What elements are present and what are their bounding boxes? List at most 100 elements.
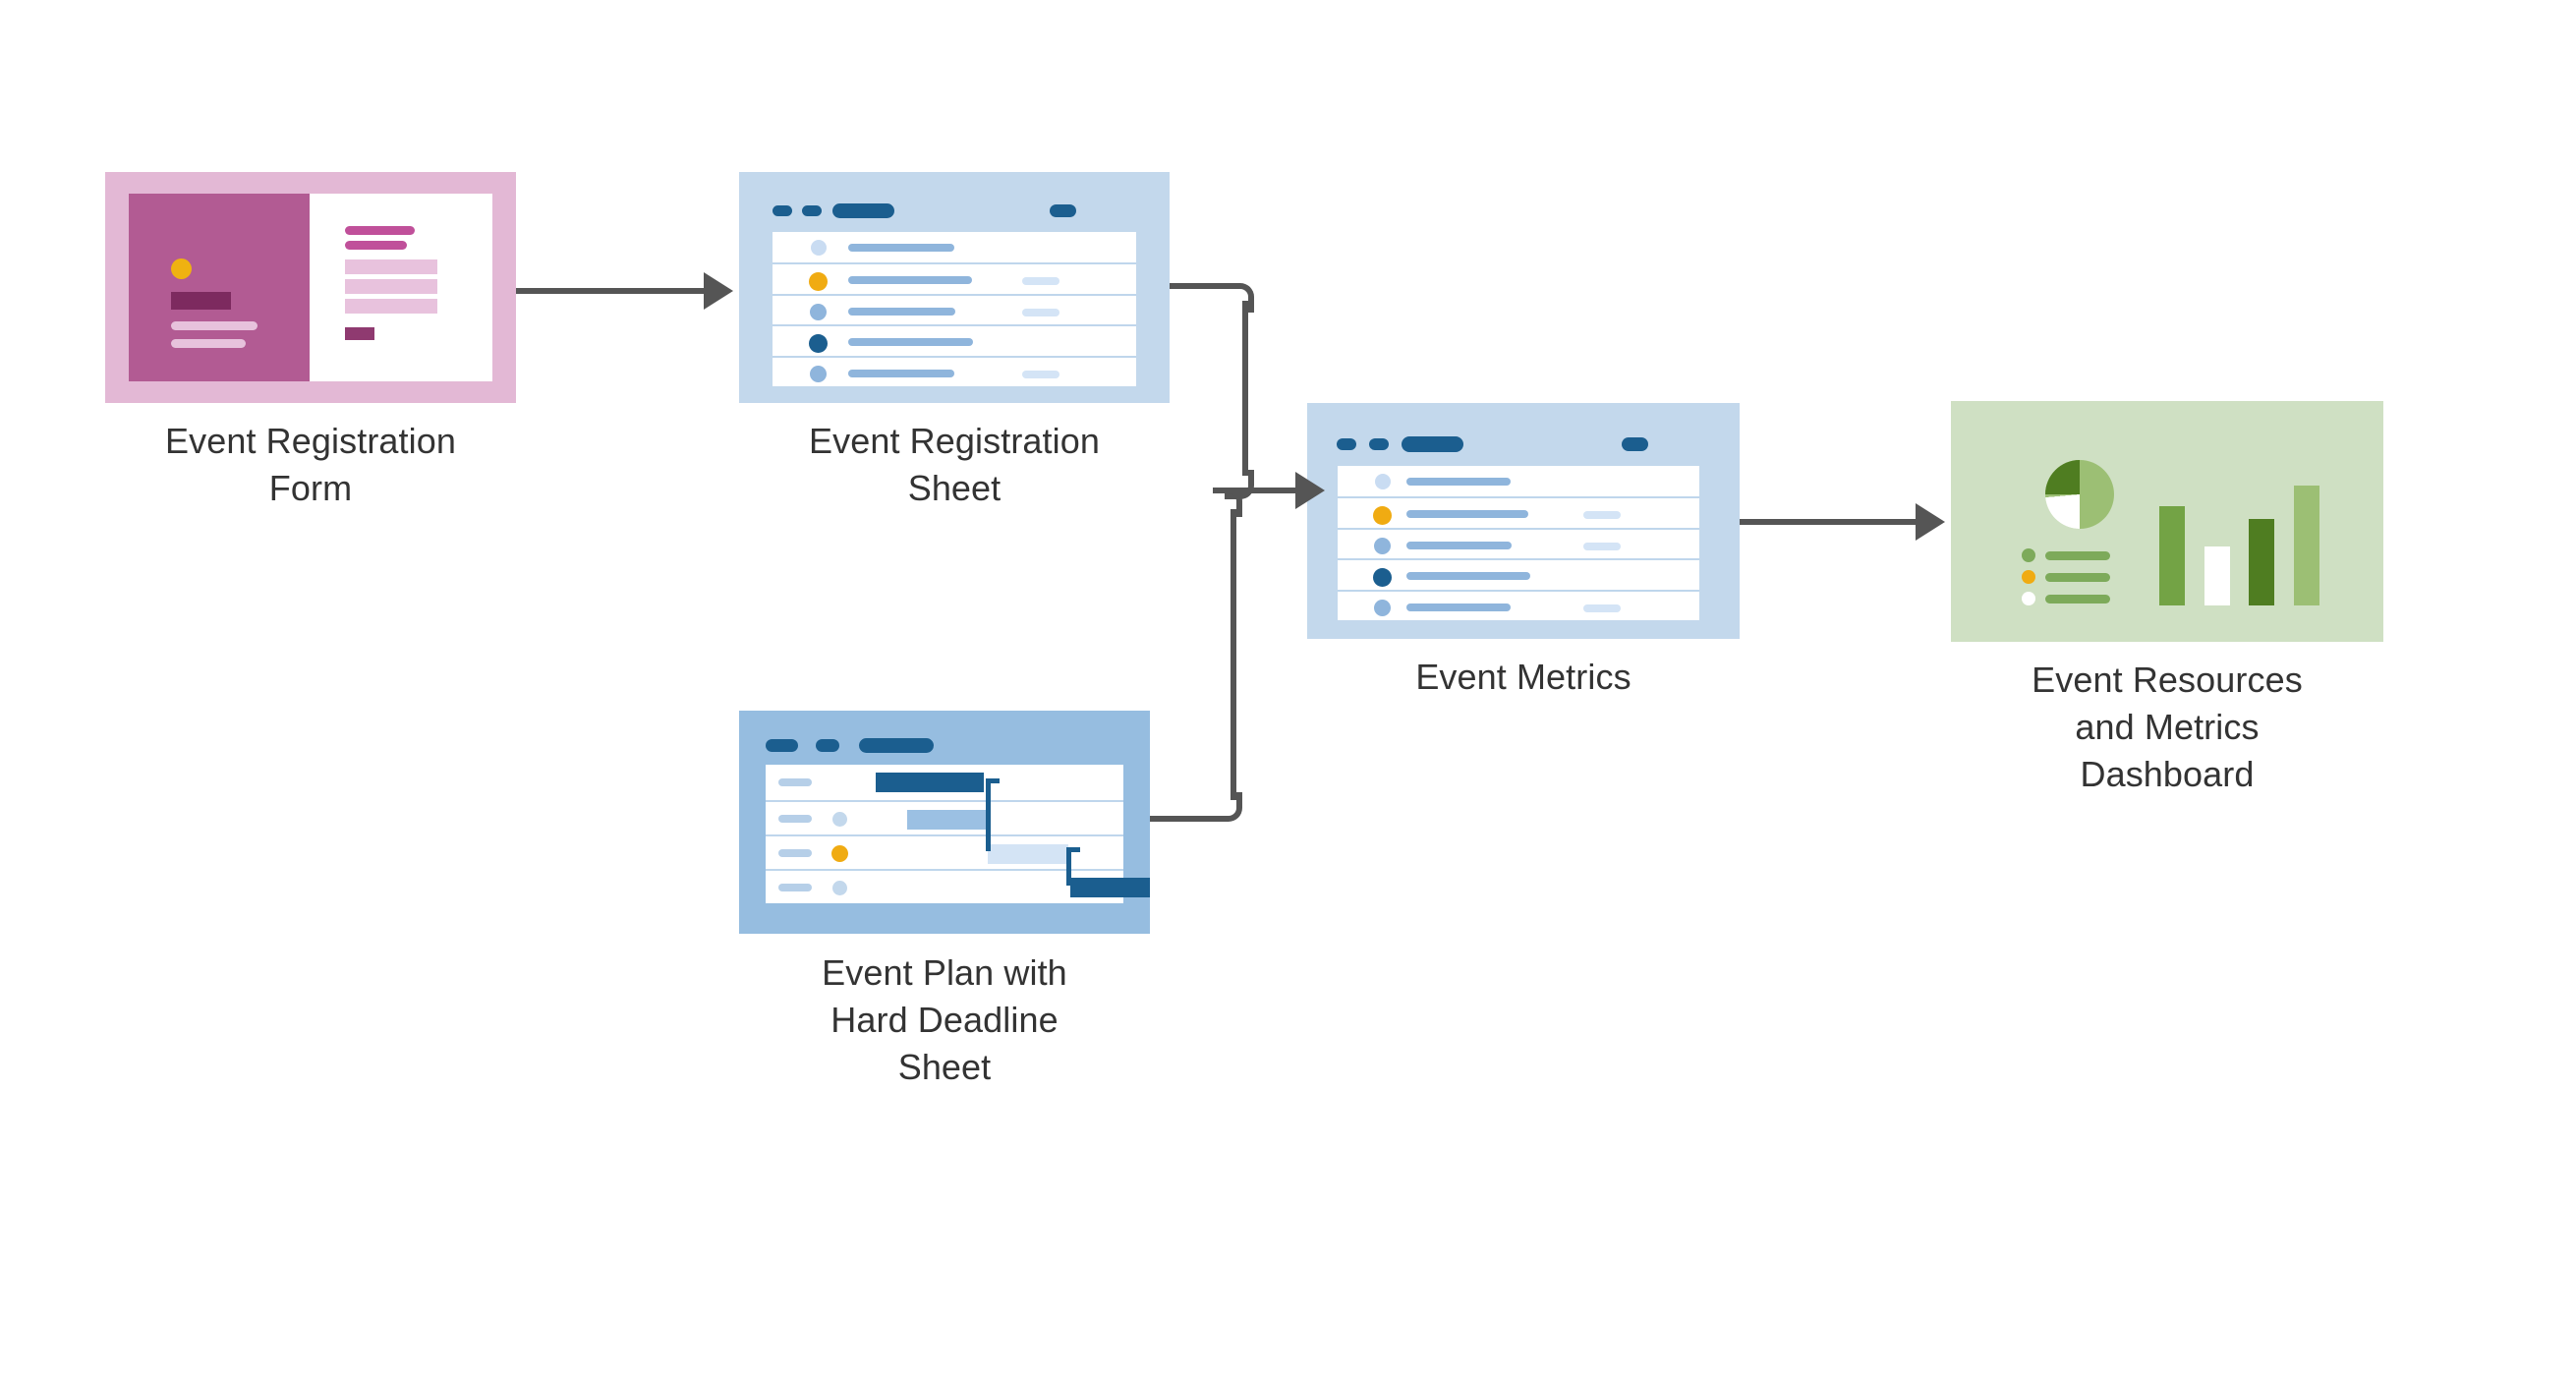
- sheet-icon-row: [1338, 528, 1699, 560]
- sheet-icon-row-text: [1406, 603, 1511, 611]
- sheet-icon-row-text: [1406, 478, 1511, 486]
- dashboard-icon-bar-2: [2204, 546, 2230, 605]
- sheet-icon: [739, 172, 1170, 403]
- sheet-icon-row-text: [1406, 542, 1512, 549]
- connector-form-to-registration-sheet: [516, 272, 739, 310]
- form-icon-dot: [171, 259, 192, 279]
- sheet-icon-row: [1338, 496, 1699, 530]
- sheet-icon-row: [1338, 558, 1699, 592]
- sheet-icon-row-dot: [810, 366, 827, 382]
- gantt-icon-header: [739, 711, 1150, 758]
- node-event-registration-form[interactable]: Event Registration Form: [105, 172, 516, 508]
- form-icon-heading-2: [345, 241, 407, 250]
- form-icon-field-3: [345, 299, 437, 314]
- gantt-icon-row-label: [778, 849, 812, 857]
- sheet-icon-row-dot: [809, 272, 828, 291]
- gantt-icon-rows: [766, 765, 1150, 905]
- node-event-resources-and-metrics-dashboard[interactable]: Event Resources and Metrics Dashboard: [1951, 401, 2383, 794]
- legend-line-1: [2045, 551, 2110, 560]
- node-label-event-resources-and-metrics-dashboard: Event Resources and Metrics Dashboard: [2032, 660, 2303, 794]
- connector-line: [1740, 519, 1922, 525]
- gantt-icon-header-title: [859, 738, 934, 753]
- connector-segment-vertical: [1242, 301, 1248, 476]
- form-icon-line-1: [171, 321, 258, 330]
- node-label-event-plan-hard-deadline-sheet: Event Plan with Hard Deadline Sheet: [822, 952, 1067, 1087]
- dashboard-icon-legend: [2022, 546, 2140, 605]
- node-label-event-registration-sheet: Event Registration Sheet: [809, 421, 1100, 508]
- gantt-icon-link-1-cap: [986, 778, 1000, 783]
- gantt-icon-row: [766, 834, 1123, 871]
- sheet-icon-row: [773, 232, 1136, 262]
- gantt-icon-header-pill-2: [816, 739, 839, 752]
- gantt-icon-row-label: [778, 884, 812, 891]
- sheet-icon-header-pill-1: [1337, 438, 1356, 450]
- sheet-icon-row: [773, 294, 1136, 326]
- dashboard-icon-bar-4: [2294, 486, 2319, 605]
- connector-arrow-head: [1916, 503, 1945, 541]
- dashboard-icon-bar-1: [2159, 506, 2185, 605]
- sheet-icon-row-text: [1406, 572, 1530, 580]
- form-icon-field-2: [345, 279, 437, 294]
- connector-segment-vertical: [1231, 509, 1236, 800]
- connector-segment-horizontal-bottom: [1150, 816, 1219, 822]
- sheet-icon-row-dot: [810, 304, 827, 320]
- form-icon-page: [129, 194, 492, 381]
- gantt-icon-row-dot: [832, 812, 847, 827]
- sheet-icon-row-tail: [1583, 604, 1621, 612]
- sheet-icon-header-pill-2: [802, 205, 822, 216]
- sheet-icon-row-tail: [1022, 309, 1059, 316]
- connector-arrow-head: [704, 272, 733, 310]
- sheet-icon-row-dot: [1375, 474, 1391, 489]
- sheet-icon-row-text: [848, 370, 954, 377]
- node-event-plan-hard-deadline-sheet[interactable]: Event Plan with Hard Deadline Sheet: [739, 711, 1150, 1087]
- connector-elbow-bottom: [1213, 792, 1242, 822]
- sheet-icon-header-pill-2: [1369, 438, 1389, 450]
- gantt-icon-link-1: [986, 782, 991, 851]
- gantt-icon-link-2: [1066, 851, 1071, 886]
- gantt-icon-row: [766, 765, 1123, 800]
- legend-dot-2: [2022, 570, 2035, 584]
- sheet-icon-row-dot: [1373, 506, 1392, 525]
- sheet-icon-rows: [773, 232, 1136, 386]
- sheet-icon-row: [1338, 466, 1699, 496]
- form-icon: [105, 172, 516, 403]
- sheet-icon-row-text: [848, 276, 972, 284]
- legend-line-3: [2045, 595, 2110, 603]
- gantt-icon-bar-3: [988, 844, 1068, 864]
- form-icon-right-panel: [310, 194, 492, 381]
- sheet-icon-row-tail: [1583, 511, 1621, 519]
- gantt-icon: [739, 711, 1150, 934]
- gantt-icon-row: [766, 869, 1150, 905]
- gantt-icon-link-2-cap: [1066, 847, 1080, 852]
- sheet-icon-row-text: [848, 338, 973, 346]
- sheet-icon-row-dot: [1374, 538, 1391, 554]
- node-event-registration-sheet[interactable]: Event Registration Sheet: [739, 172, 1170, 508]
- gantt-icon-row: [766, 800, 1123, 836]
- legend-dot-1: [2022, 548, 2035, 562]
- sheet-icon: [1307, 403, 1740, 639]
- connector-arrow-head: [1295, 472, 1325, 509]
- sheet-icon-row: [773, 324, 1136, 358]
- dashboard-icon-pie-chart: [2045, 460, 2114, 529]
- sheet-icon-rows: [1338, 466, 1699, 620]
- form-icon-left-panel: [129, 194, 310, 381]
- sheet-icon-header-action: [1050, 204, 1076, 217]
- form-icon-line-2: [171, 339, 246, 348]
- sheet-icon-row-text: [848, 308, 955, 316]
- connector-elbow-top: [1213, 488, 1242, 517]
- sheet-icon-header-pill-1: [773, 205, 792, 216]
- connector-segment-horizontal-top: [1231, 488, 1309, 493]
- sheet-icon-header: [1307, 403, 1740, 454]
- sheet-icon-row-tail: [1022, 277, 1059, 285]
- form-icon-heading-1: [345, 226, 415, 235]
- node-event-metrics[interactable]: Event Metrics: [1307, 403, 1740, 697]
- gantt-icon-row-label: [778, 778, 812, 786]
- sheet-icon-header-action: [1622, 437, 1648, 451]
- connector-segment-horizontal-top: [1170, 283, 1231, 289]
- sheet-icon-header: [739, 172, 1170, 221]
- sheet-icon-row-text: [848, 244, 954, 252]
- connector-plan-sheet-to-metrics: [1150, 472, 1366, 822]
- gantt-icon-bar-2: [907, 810, 989, 830]
- sheet-icon-row-dot: [811, 240, 827, 256]
